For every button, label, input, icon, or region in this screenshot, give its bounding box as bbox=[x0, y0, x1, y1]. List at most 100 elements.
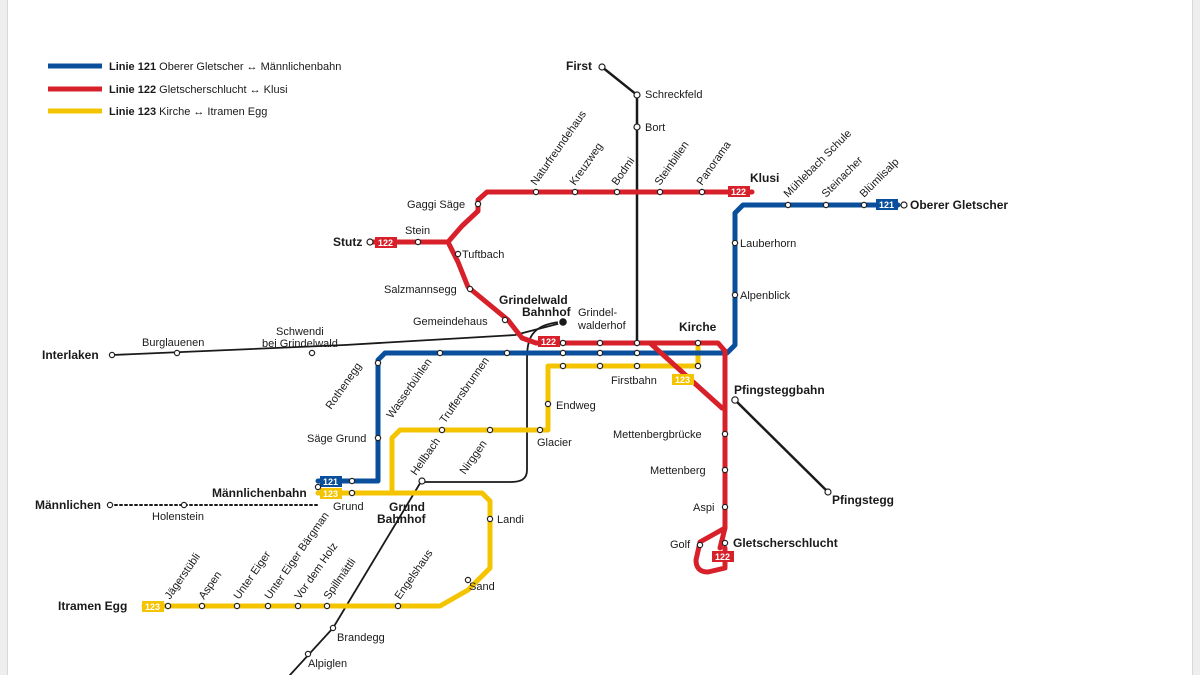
legend-item-123[interactable]: Linie 123 Kirche ↔ Itramen Egg bbox=[48, 106, 267, 118]
stop-maennlichen[interactable] bbox=[106, 501, 114, 509]
stop-bort[interactable] bbox=[633, 123, 641, 131]
stop-grund-bahnhof[interactable] bbox=[418, 477, 426, 485]
stop-alpenblick[interactable] bbox=[731, 291, 739, 299]
label-kreuzweg: Kreuzweg bbox=[568, 141, 606, 188]
stop-tuftbach[interactable] bbox=[454, 250, 462, 258]
stop-schwendi[interactable] bbox=[308, 349, 316, 357]
stop-truffersbrunnen[interactable] bbox=[503, 349, 511, 357]
stop-spillmaettli[interactable] bbox=[323, 602, 331, 610]
label-pfingstegg: Pfingstegg bbox=[832, 493, 894, 507]
stop-steinacher[interactable] bbox=[822, 201, 830, 209]
label-grindelwald: Grindelwald bbox=[499, 293, 568, 307]
stop-grindelwalderhof-yellow[interactable] bbox=[596, 362, 604, 370]
label-gletscherschlucht: Gletscherschlucht bbox=[733, 536, 838, 550]
label-schwendi-1: Schwendi bbox=[276, 326, 324, 338]
label-panorama: Panorama bbox=[695, 139, 734, 188]
stop-firstbahn-yellow[interactable] bbox=[633, 362, 641, 370]
label-engelshaus: Engelshaus bbox=[393, 547, 436, 601]
stop-gaggi-saege[interactable] bbox=[474, 200, 482, 208]
stop-stein[interactable] bbox=[414, 238, 422, 246]
stop-engelshaus[interactable] bbox=[394, 602, 402, 610]
stop-gemeindehaus[interactable] bbox=[501, 316, 509, 324]
stop-bahnhof-yellow[interactable] bbox=[559, 362, 567, 370]
stop-salzmannsegg[interactable] bbox=[466, 285, 474, 293]
legend-item-122[interactable]: Linie 122 Gletscherschlucht ↔ Klusi bbox=[48, 84, 288, 96]
stop-golf[interactable] bbox=[696, 541, 704, 549]
stop-interlaken[interactable] bbox=[108, 351, 116, 359]
stop-gletscherschlucht[interactable] bbox=[721, 539, 729, 547]
stop-first[interactable] bbox=[598, 63, 606, 71]
tag-123-maennlichen: 123 bbox=[320, 488, 342, 499]
stop-saege-grund[interactable] bbox=[374, 434, 382, 442]
stop-unter-eiger-baergman[interactable] bbox=[264, 602, 272, 610]
stop-mettenberg[interactable] bbox=[721, 466, 729, 474]
legend-item-121[interactable]: Linie 121 Oberer Gletscher ↔ Männlichenb… bbox=[48, 61, 341, 73]
label-klusi: Klusi bbox=[750, 171, 779, 185]
svg-text:122: 122 bbox=[378, 238, 393, 248]
stop-bahnhof-blue[interactable] bbox=[559, 349, 567, 357]
stop-maennlichenbahn[interactable] bbox=[314, 483, 322, 491]
tag-121-oberer: 121 bbox=[876, 199, 898, 210]
stop-wasserbuehlen[interactable] bbox=[436, 349, 444, 357]
stop-firstbahn-blue[interactable] bbox=[633, 349, 641, 357]
stop-mettenbergbruecke[interactable] bbox=[721, 430, 729, 438]
label-grindelwalderhof-1: Grindel- bbox=[578, 307, 617, 319]
stop-bluemlisalp[interactable] bbox=[860, 201, 868, 209]
stop-sand[interactable] bbox=[464, 576, 472, 584]
svg-text:Linie 123 Kirche ↔ Itramen Egg: Linie 123 Kirche ↔ Itramen Egg bbox=[109, 106, 267, 118]
stop-firstbahn-red[interactable] bbox=[633, 339, 641, 347]
stop-burglauenen[interactable] bbox=[173, 349, 181, 357]
stop-grindelwalderhof-red[interactable] bbox=[596, 339, 604, 347]
label-rothenegg: Rothenegg bbox=[324, 361, 365, 412]
label-itramen-egg: Itramen Egg bbox=[58, 599, 127, 613]
stop-oberer-gletscher[interactable] bbox=[900, 201, 908, 209]
stop-endweg[interactable] bbox=[544, 400, 552, 408]
stop-kirche-red[interactable] bbox=[694, 339, 702, 347]
label-alpiglen: Alpiglen bbox=[308, 658, 347, 670]
stop-muehlebach-schule[interactable] bbox=[784, 201, 792, 209]
stop-grund-yellow[interactable] bbox=[348, 489, 356, 497]
tag-123-firstbahn: 123 bbox=[672, 374, 694, 385]
stop-jaegerstuebli[interactable] bbox=[164, 602, 172, 610]
stop-steinbillen[interactable] bbox=[656, 188, 664, 196]
stop-pfingstegg[interactable] bbox=[824, 488, 832, 496]
stop-landi[interactable] bbox=[486, 515, 494, 523]
label-mettenberg: Mettenberg bbox=[650, 465, 706, 477]
stop-panorama[interactable] bbox=[698, 188, 706, 196]
svg-text:123: 123 bbox=[145, 602, 160, 612]
legend: Linie 121 Oberer Gletscher ↔ Männlichenb… bbox=[48, 61, 341, 118]
stop-stutz[interactable] bbox=[366, 238, 374, 246]
legend-label-122: Linie 122 bbox=[109, 84, 156, 96]
stop-kreuzweg[interactable] bbox=[571, 188, 579, 196]
stop-naturfreundehaus[interactable] bbox=[532, 188, 540, 196]
stop-aspen[interactable] bbox=[198, 602, 206, 610]
stop-grindelwalderhof-blue[interactable] bbox=[596, 349, 604, 357]
tag-122-stutz: 122 bbox=[375, 237, 397, 248]
tag-122-klusi: 122 bbox=[728, 186, 750, 197]
stop-nirggen[interactable] bbox=[486, 426, 494, 434]
svg-text:Linie 122 Gletscherschlucht ↔: Linie 122 Gletscherschlucht ↔ Klusi bbox=[109, 84, 288, 96]
stop-schreckfeld[interactable] bbox=[633, 91, 641, 99]
stop-holenstein[interactable] bbox=[180, 501, 188, 509]
stop-lauberhorn[interactable] bbox=[731, 239, 739, 247]
label-pfingsteggbahn: Pfingsteggbahn bbox=[734, 383, 825, 397]
stop-grund-blue[interactable] bbox=[348, 477, 356, 485]
label-truffersbrunnen: Truffersbrunnen bbox=[438, 355, 492, 425]
stop-grindelwald-bahnhof[interactable] bbox=[557, 316, 569, 328]
label-holenstein: Holenstein bbox=[152, 511, 204, 523]
label-alpenblick: Alpenblick bbox=[740, 290, 791, 302]
stop-hellbach[interactable] bbox=[438, 426, 446, 434]
stop-kirche-yellow[interactable] bbox=[694, 362, 702, 370]
stop-brandegg[interactable] bbox=[329, 624, 337, 632]
tag-123-itramen: 123 bbox=[142, 601, 164, 612]
stop-alpiglen[interactable] bbox=[304, 650, 312, 658]
stop-pfingsteggbahn[interactable] bbox=[731, 396, 739, 404]
stop-bahnhof-red[interactable] bbox=[559, 339, 567, 347]
stop-bodmi[interactable] bbox=[613, 188, 621, 196]
stop-vor-dem-holz[interactable] bbox=[294, 602, 302, 610]
stop-rothenegg[interactable] bbox=[374, 359, 382, 367]
stop-glacier[interactable] bbox=[536, 426, 544, 434]
stop-aspi[interactable] bbox=[721, 503, 729, 511]
stop-unter-eiger[interactable] bbox=[233, 602, 241, 610]
